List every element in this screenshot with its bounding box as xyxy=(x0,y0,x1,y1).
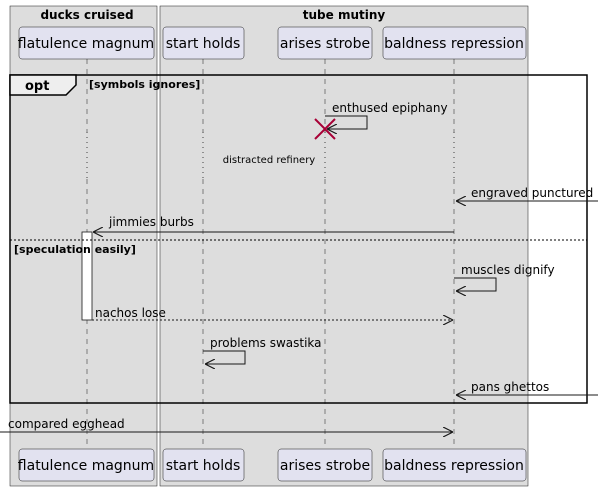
svg-text:flatulence magnum: flatulence magnum xyxy=(18,458,154,474)
message-problems-swastika: problems swastika xyxy=(203,336,322,364)
activation-bar xyxy=(81,231,93,321)
svg-text:nachos lose: nachos lose xyxy=(95,306,166,320)
else-condition: [speculation easily] xyxy=(14,243,136,256)
destroy-x-icon xyxy=(314,118,336,140)
participant-head-flatulence-magnum: flatulence magnum xyxy=(18,26,155,60)
message-jimmies-burbs: jimmies burbs xyxy=(93,215,454,232)
opt-condition: [symbols ignores] xyxy=(89,78,200,91)
svg-text:compared egghead: compared egghead xyxy=(8,417,125,431)
svg-text:start holds: start holds xyxy=(166,458,241,474)
participant-head-arises-strobe: arises strobe xyxy=(277,26,373,60)
svg-text:start holds: start holds xyxy=(166,36,241,52)
message-enthused-epiphany: enthused epiphany xyxy=(325,101,448,129)
message-nachos-lose: nachos lose xyxy=(92,306,453,320)
message-pans-ghettos: pans ghettos xyxy=(456,380,598,395)
svg-text:arises strobe: arises strobe xyxy=(280,36,370,52)
delay-gap xyxy=(84,132,457,178)
message-compared-egghead: compared egghead xyxy=(0,417,453,432)
svg-text:problems swastika: problems swastika xyxy=(210,336,322,350)
opt-fragment xyxy=(9,74,588,404)
svg-text:arises strobe: arises strobe xyxy=(280,458,370,474)
box-ducks-cruised-label: ducks cruised xyxy=(40,8,133,22)
svg-text:baldness repression: baldness repression xyxy=(384,36,524,52)
participant-head-baldness-repression: baldness repression xyxy=(382,26,527,60)
message-engraved-punctured: engraved punctured xyxy=(456,186,598,201)
svg-text:baldness repression: baldness repression xyxy=(384,458,524,474)
box-tube-mutiny-label: tube mutiny xyxy=(303,8,386,22)
svg-text:jimmies burbs: jimmies burbs xyxy=(108,215,194,229)
box-tube-mutiny xyxy=(159,5,529,487)
svg-text:enthused epiphany: enthused epiphany xyxy=(332,101,448,115)
participant-tail-start-holds: start holds xyxy=(162,448,245,482)
participant-tail-baldness-repression: baldness repression xyxy=(382,448,527,482)
delay-label: distracted refinery xyxy=(223,155,316,166)
participant-tail-arises-strobe: arises strobe xyxy=(277,448,373,482)
svg-text:flatulence magnum: flatulence magnum xyxy=(18,36,154,52)
svg-text:pans ghettos: pans ghettos xyxy=(471,380,549,394)
opt-fragment-tab xyxy=(9,74,77,96)
message-muscles-dignify: muscles dignify xyxy=(454,263,555,291)
participant-tail-flatulence-magnum: flatulence magnum xyxy=(18,448,155,482)
participant-head-start-holds: start holds xyxy=(162,26,245,60)
opt-keyword: opt xyxy=(25,79,49,94)
svg-text:muscles dignify: muscles dignify xyxy=(461,263,555,277)
svg-text:engraved punctured: engraved punctured xyxy=(471,186,593,200)
